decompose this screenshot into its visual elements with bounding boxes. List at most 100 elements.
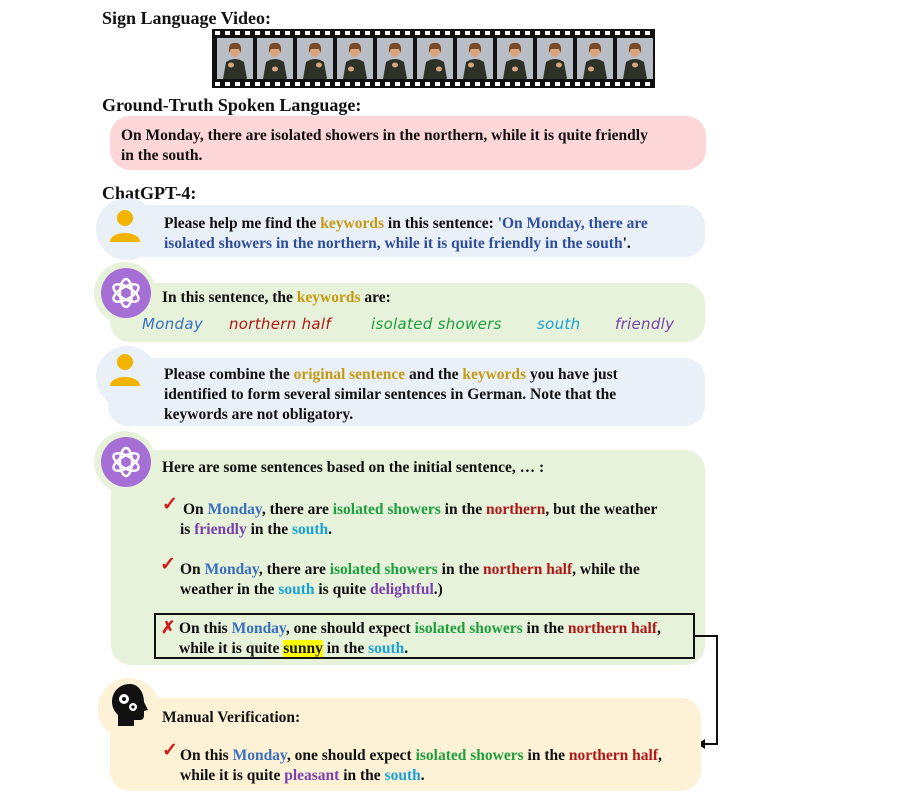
user-prompt-2-line1: Please combine the original sentence and…	[164, 366, 618, 383]
keyword-south: south	[537, 315, 581, 333]
sprocket-hole	[215, 82, 220, 86]
sprocket-hole	[415, 31, 420, 35]
sprocket-hole	[355, 82, 360, 86]
gpt-reply-box-2	[111, 450, 705, 665]
human-head-gears-icon	[110, 683, 150, 727]
manual-sentence-line2: while it is quite pleasant in the south.	[180, 767, 425, 784]
sprocket-hole	[405, 31, 410, 35]
sprocket-hole	[265, 82, 270, 86]
sprocket-hole	[535, 82, 540, 86]
video-frame	[577, 38, 613, 79]
sprocket-hole	[625, 31, 630, 35]
sprocket-hole	[325, 31, 330, 35]
sprocket-hole	[645, 82, 650, 86]
sprocket-hole	[455, 82, 460, 86]
sprocket-hole	[455, 31, 460, 35]
sprocket-hole	[645, 31, 650, 35]
sprocket-hole	[345, 31, 350, 35]
video-frame	[257, 38, 293, 79]
ground-truth-line2: in the south.	[121, 147, 203, 164]
ground-truth-box	[110, 116, 706, 170]
sprocket-hole	[375, 82, 380, 86]
video-frame	[497, 38, 533, 79]
sprocket-hole	[445, 31, 450, 35]
video-frame	[217, 38, 253, 79]
manual-verification-title: Manual Verification:	[162, 709, 301, 726]
sprocket-hole	[295, 82, 300, 86]
video-filmstrip	[212, 29, 655, 88]
cross-icon: ✗	[161, 618, 176, 637]
sprocket-hole	[625, 82, 630, 86]
sprocket-hole	[465, 31, 470, 35]
ground-truth-line1: On Monday, there are isolated showers in…	[121, 127, 648, 144]
manual-sentence-line1: On this Monday, one should expect isolat…	[180, 747, 662, 764]
sprocket-hole	[275, 82, 280, 86]
keyword-isolated-showers: isolated showers	[371, 315, 502, 333]
sprocket-hole	[635, 31, 640, 35]
sprocket-hole	[615, 31, 620, 35]
sprocket-hole	[255, 82, 260, 86]
gpt-sentence-1-line1: On Monday, there are isolated showers in…	[183, 501, 658, 518]
user-prompt-1-line1: Please help me find the keywords in this…	[164, 215, 648, 232]
sprocket-hole	[475, 31, 480, 35]
sprocket-hole	[345, 82, 350, 86]
gpt-sentence-3-line2: while it is quite sunny in the south.	[179, 640, 409, 657]
sprocket-hole	[325, 82, 330, 86]
video-frame	[457, 38, 493, 79]
sprocket-hole	[525, 31, 530, 35]
user-prompt-2-line2: identified to form several similar sente…	[164, 386, 617, 403]
gpt-sentence-2-line1: On Monday, there are isolated showers in…	[180, 561, 640, 578]
sprocket-hole	[395, 82, 400, 86]
sprocket-hole	[605, 31, 610, 35]
sprocket-hole	[315, 82, 320, 86]
sprocket-hole	[335, 31, 340, 35]
sprocket-hole	[535, 31, 540, 35]
sprocket-hole	[395, 31, 400, 35]
sprocket-hole	[235, 31, 240, 35]
sprocket-hole	[365, 31, 370, 35]
sprocket-hole	[475, 82, 480, 86]
manual-verification-box	[110, 698, 701, 791]
sprocket-hole	[495, 82, 500, 86]
sprocket-hole	[435, 31, 440, 35]
sprocket-hole	[465, 82, 470, 86]
sprocket-hole	[245, 31, 250, 35]
chatgpt-logo-icon	[100, 267, 152, 319]
correction-arrow	[693, 630, 723, 754]
sprocket-hole	[225, 31, 230, 35]
sprocket-hole	[405, 82, 410, 86]
sprocket-hole	[385, 31, 390, 35]
sprocket-hole	[585, 31, 590, 35]
video-frame	[537, 38, 573, 79]
sprocket-hole	[385, 82, 390, 86]
sprocket-hole	[615, 82, 620, 86]
user-prompt-2-line3: keywords are not obligatory.	[164, 406, 354, 423]
sprocket-hole	[515, 82, 520, 86]
keyword-monday: Monday	[142, 315, 204, 333]
check-icon: ✓	[162, 740, 178, 761]
sprocket-hole	[255, 31, 260, 35]
video-frame	[377, 38, 413, 79]
sprocket-hole	[585, 82, 590, 86]
sprocket-hole	[555, 31, 560, 35]
video-frame	[417, 38, 453, 79]
sprocket-hole	[555, 82, 560, 86]
sprocket-hole	[515, 31, 520, 35]
keyword-friendly: friendly	[615, 315, 675, 333]
sprocket-hole	[375, 31, 380, 35]
sprocket-hole	[295, 31, 300, 35]
sprocket-hole	[485, 82, 490, 86]
keyword-northern-half: northern half	[229, 315, 331, 333]
sprocket-hole	[495, 31, 500, 35]
video-frame	[337, 38, 373, 79]
sprocket-hole	[305, 31, 310, 35]
sprocket-hole	[525, 82, 530, 86]
gpt-reply-2-intro: Here are some sentences based on the ini…	[162, 459, 545, 476]
check-icon: ✓	[160, 554, 176, 575]
gpt-sentence-1-line2: is friendly in the south.	[180, 521, 333, 538]
user-icon	[109, 353, 141, 387]
sprocket-hole	[575, 82, 580, 86]
sprocket-hole	[435, 82, 440, 86]
sprocket-hole	[265, 31, 270, 35]
sprocket-hole	[215, 31, 220, 35]
